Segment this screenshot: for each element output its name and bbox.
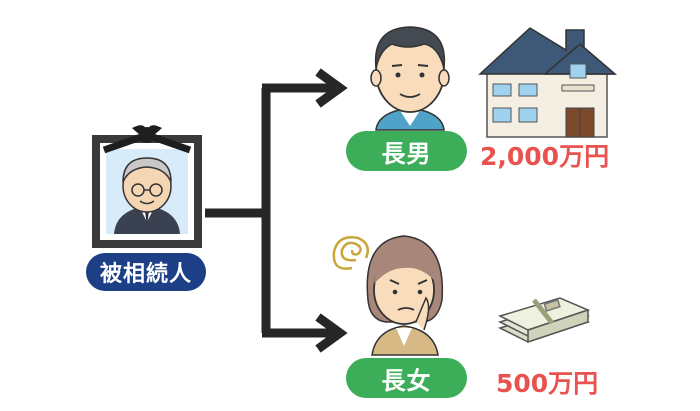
inheritance-arrows	[205, 68, 348, 353]
amount-eldest-daughter: 500万円	[496, 369, 599, 398]
label-eldest-son: 長男	[346, 131, 467, 171]
eldest-daughter-figure	[366, 235, 444, 356]
label-deceased: 被相続人	[86, 253, 206, 291]
label-eldest-daughter: 長女	[346, 358, 467, 398]
eldest-son-figure	[370, 26, 450, 131]
deceased-portrait	[92, 125, 202, 248]
amount-eldest-son: 2,000万円	[480, 142, 610, 171]
cash-bundle-icon	[497, 297, 591, 344]
house-icon	[478, 27, 618, 138]
worry-swirl-icon	[332, 236, 369, 270]
